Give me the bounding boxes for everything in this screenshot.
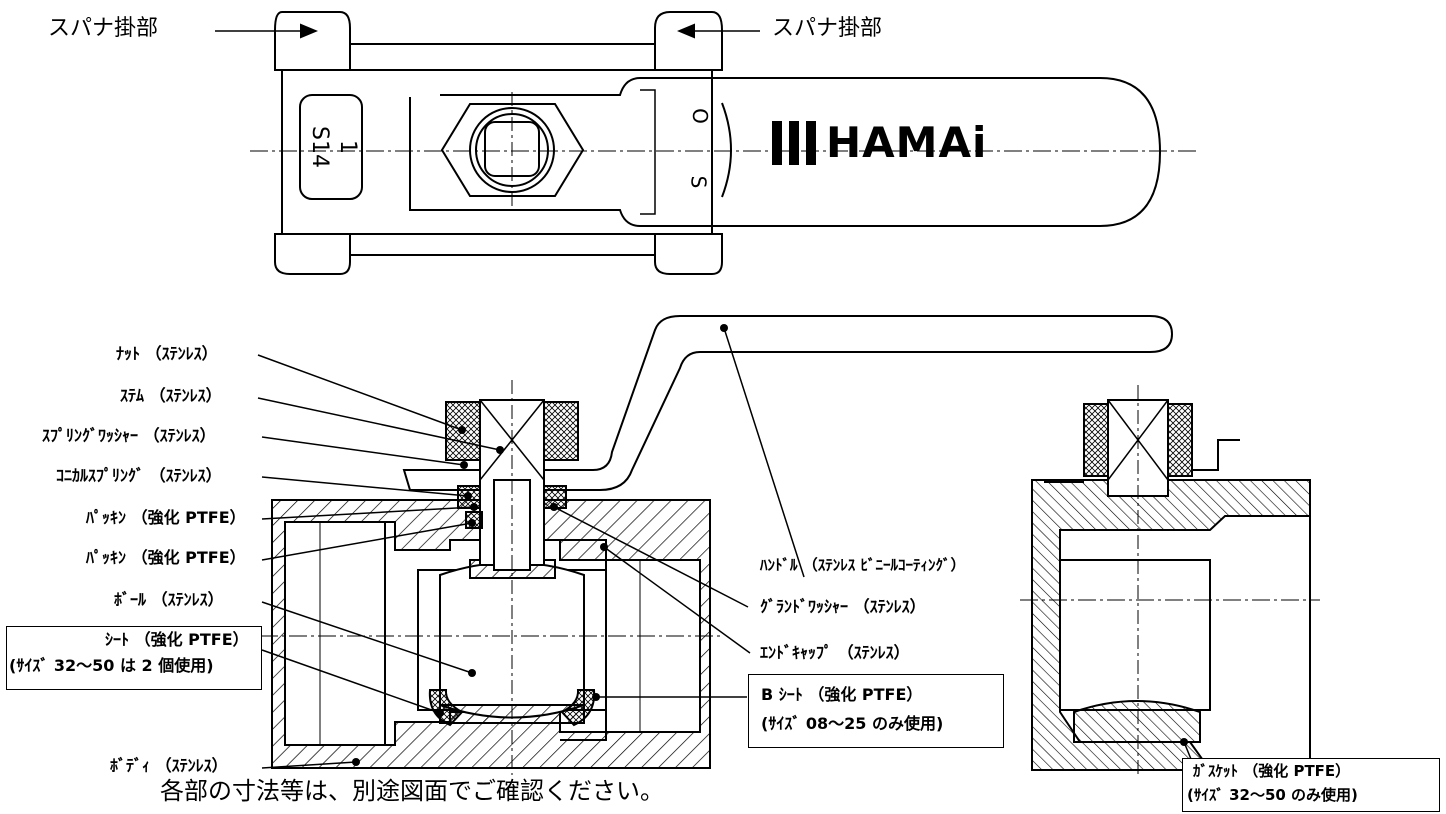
label-nut: ﾅｯﾄ （ｽﾃﾝﾚｽ） <box>116 344 218 363</box>
wrench-label-right: スパナ掛部 <box>772 16 883 41</box>
seat-box-title: ｼｰﾄ （強化 PTFE） <box>105 630 249 649</box>
label-end-cap: ｴﾝﾄﾞｷｬｯﾌﾟ （ｽﾃﾝﾚｽ） <box>760 643 910 662</box>
hamai-logo-text: HAMAi <box>826 118 988 167</box>
label-stem: ｽﾃﾑ （ｽﾃﾝﾚｽ） <box>120 386 222 405</box>
label-body: ﾎﾞﾃﾞｨ （ｽﾃﾝﾚｽ） <box>110 756 228 775</box>
section-body <box>260 380 720 775</box>
dimension-note: 各部の寸法等は、別途図面でご確認ください。 <box>160 777 664 805</box>
wrench-label-left: スパナ掛部 <box>48 16 159 41</box>
body-marking: 1 S14 <box>300 95 362 199</box>
label-packing-lower: ﾊﾟｯｷﾝ （強化 PTFE） <box>86 548 246 567</box>
b-seat-box-note: (ｻｲｽﾞ 08～25 のみ使用) <box>761 714 944 733</box>
logo-bars <box>772 121 816 165</box>
b-seat-box-title: B ｼｰﾄ （強化 PTFE） <box>761 685 923 704</box>
label-packing-upper: ﾊﾟｯｷﾝ （強化 PTFE） <box>86 508 246 527</box>
side-section-view <box>1020 385 1320 775</box>
top-view <box>250 11 1200 275</box>
leader-lines <box>257 327 1201 782</box>
gasket-box-title: ｶﾞｽｹｯﾄ （強化 PTFE） <box>1193 762 1351 780</box>
b-seat-box: B ｼｰﾄ （強化 PTFE） (ｻｲｽﾞ 08～25 のみ使用) <box>748 674 1004 748</box>
leader-dots <box>352 324 1188 766</box>
label-conical-spring: ｺﾆｶﾙｽﾌﾟﾘﾝｸﾞ （ｽﾃﾝﾚｽ） <box>56 466 222 485</box>
label-ball: ﾎﾞｰﾙ （ｽﾃﾝﾚｽ） <box>114 590 224 609</box>
seat-box-note: (ｻｲｽﾞ 32～50 は 2 個使用) <box>9 656 214 675</box>
body-marking-material: S14 <box>307 126 332 168</box>
label-handle: ﾊﾝﾄﾞﾙ （ｽﾃﾝﾚｽ ﾋﾞﾆｰﾙｺｰﾃｨﾝｸﾞ） <box>760 556 966 574</box>
section-handle <box>402 315 1174 491</box>
seat-box: ｼｰﾄ （強化 PTFE） (ｻｲｽﾞ 32～50 は 2 個使用) <box>6 626 262 690</box>
label-spring-washer: ｽﾌﾟﾘﾝｸﾞﾜｯｼｬｰ （ｽﾃﾝﾚｽ） <box>42 426 216 445</box>
handle-mark-shut: S <box>686 175 711 189</box>
handle-mark-open: O <box>687 108 712 124</box>
gasket-box: ｶﾞｽｹｯﾄ （強化 PTFE） (ｻｲｽﾞ 32～50 のみ使用) <box>1182 758 1440 812</box>
body-marking-size: 1 <box>335 140 360 154</box>
label-gland-washer: ｸﾞﾗﾝﾄﾞﾜｯｼｬｰ （ｽﾃﾝﾚｽ） <box>760 597 926 616</box>
gasket-box-note: (ｻｲｽﾞ 32～50 のみ使用) <box>1187 786 1358 804</box>
